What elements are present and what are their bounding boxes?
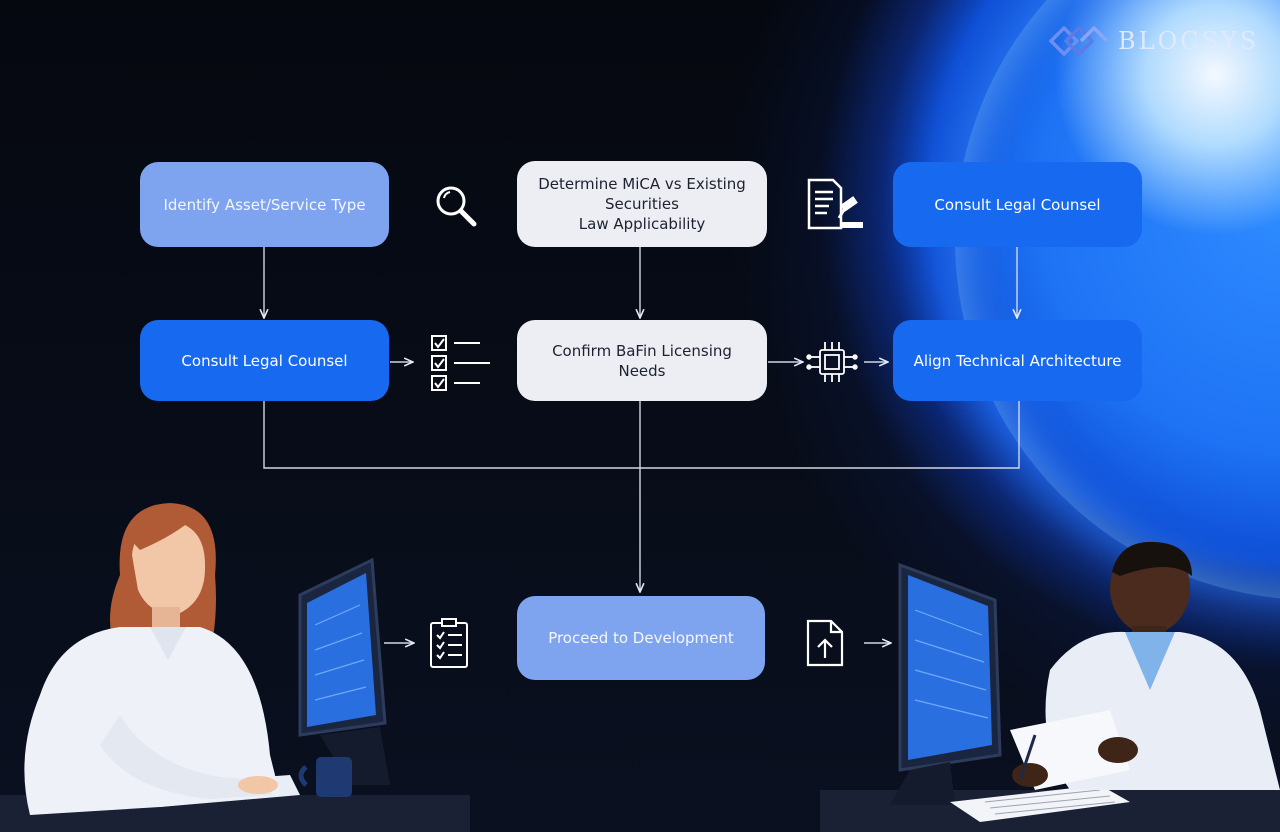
node-consult-top-label: Consult Legal Counsel [934,195,1101,214]
clipboard-checklist-icon [430,618,468,668]
node-determine-line-1: Determine MiCA vs Existing [538,175,746,193]
node-determine-mica: Determine MiCA vs Existing Securities La… [517,161,767,247]
node-confirm-bafin: Confirm BaFin Licensing Needs [517,320,767,401]
checklist-icon [431,335,490,391]
node-align-label: Align Technical Architecture [913,351,1122,370]
legal-document-gavel-icon [807,178,863,230]
node-determine-line-2: Securities [605,195,679,213]
node-identify-label: Identify Asset/Service Type [163,195,366,214]
node-align-technical-architecture: Align Technical Architecture [893,320,1142,401]
woman-at-computer-illustration [0,503,470,832]
magnifier-icon [436,186,477,227]
merge-line [263,401,1020,469]
node-confirm-line-1: Confirm BaFin Licensing [552,341,732,360]
chip-icon [806,342,858,382]
brand-logo: BLOCSYS [1048,24,1259,58]
node-proceed-label: Proceed to Development [548,629,734,647]
node-consult-mid-label: Consult Legal Counsel [181,351,348,370]
node-consult-legal-counsel-top: Consult Legal Counsel [893,162,1142,247]
man-signing-documents-illustration [820,541,1280,832]
node-consult-legal-counsel-mid: Consult Legal Counsel [140,320,389,401]
node-identify-asset-service-type: Identify Asset/Service Type [140,162,389,247]
brand-mark-icon [1049,26,1109,56]
brand-name: BLOCSYS [1118,27,1260,55]
node-proceed-to-development: Proceed to Development [517,596,765,680]
node-determine-line-3: Law Applicability [578,215,706,233]
upload-document-icon [806,619,844,667]
node-confirm-line-2: Needs [618,361,666,380]
